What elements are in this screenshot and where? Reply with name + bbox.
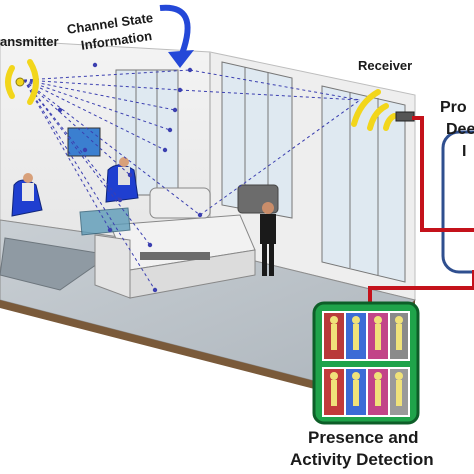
processing-box (441, 130, 474, 274)
detection-label-line1: Presence and (308, 428, 419, 447)
human-activity-icon (324, 313, 408, 415)
detection-label-line2: Activity Detection (290, 450, 434, 469)
processing-label-line3: I (462, 143, 467, 160)
reflection-points (57, 62, 203, 293)
console-table (140, 252, 210, 260)
person-standing (260, 202, 276, 276)
windows (115, 61, 406, 283)
processing-label-line1: Pro (440, 99, 467, 116)
processing-label-line2: Dee (446, 121, 474, 138)
person-seated-right (118, 157, 130, 185)
signal-paths (23, 69, 361, 291)
csi-arrow-icon (159, 4, 194, 68)
transmitter-wifi-signal-icon (5, 59, 39, 105)
transmitter-label: ansmitter (0, 34, 59, 49)
person-seated-left (22, 173, 34, 201)
receiver-label: Receiver (358, 58, 413, 73)
connectors (368, 116, 474, 305)
rug (0, 237, 112, 291)
receiver-wifi-signal-icon (351, 89, 415, 131)
